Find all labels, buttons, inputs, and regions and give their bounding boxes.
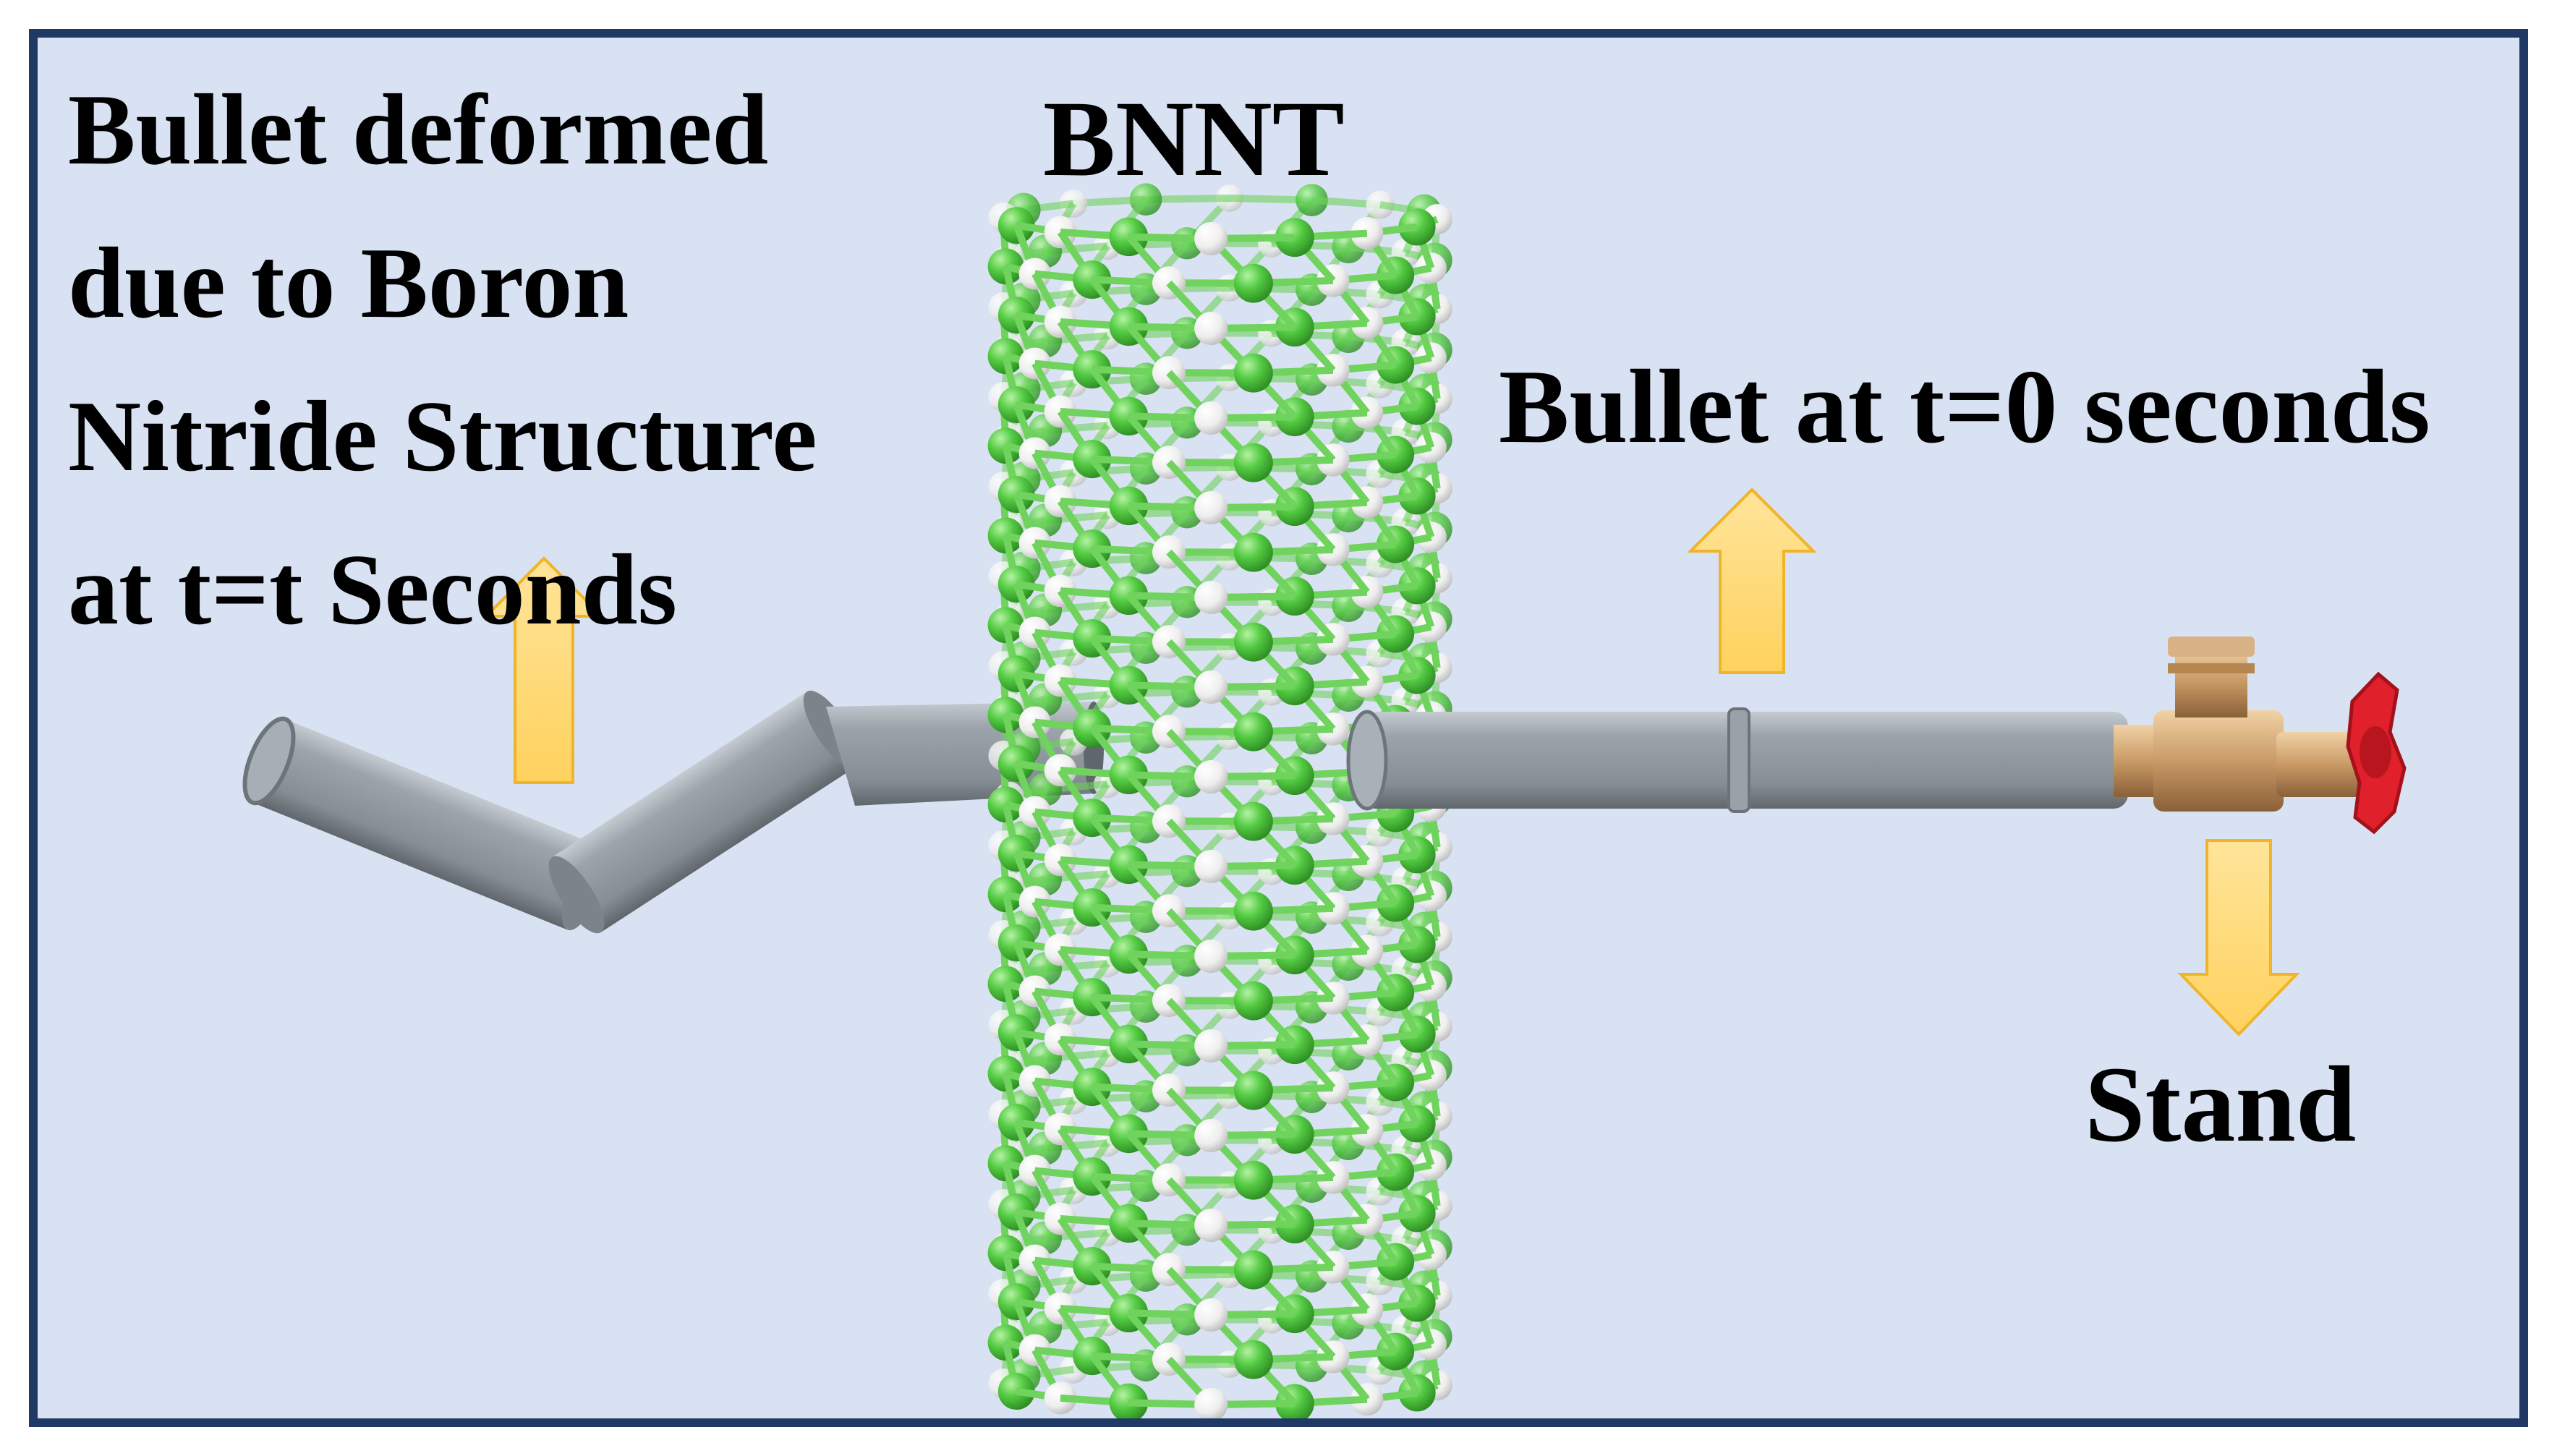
stand-label: Stand (2085, 1044, 2357, 1165)
bnnt-label: BNNT (1043, 79, 1345, 199)
boron-atom (1194, 1029, 1228, 1063)
deformed-label-line: due to Boron (68, 227, 629, 339)
bullet-t0-label: Bullet at t=0 seconds (1499, 348, 2430, 465)
arrow-up-icon (482, 556, 605, 784)
stand-valve (2114, 637, 2407, 835)
nitrogen-atom (1398, 1016, 1436, 1053)
nitrogen-atom (1233, 1160, 1273, 1200)
nitrogen-atom (1398, 1195, 1436, 1233)
arrow-down-icon (2177, 839, 2300, 1036)
nitrogen-atom (1233, 1340, 1273, 1379)
nitrogen-atom (1398, 567, 1436, 605)
bullet-at-t0 (1346, 707, 2128, 813)
nitrogen-atom (1233, 981, 1273, 1021)
nitrogen-atom (997, 655, 1035, 693)
boron-atom (1044, 1382, 1077, 1415)
deformed-bullet (242, 690, 1104, 934)
boron-atom (1194, 1387, 1228, 1418)
boron-atom (1194, 939, 1228, 973)
bnnt-nanotube (987, 183, 1452, 1418)
nitrogen-atom (1398, 208, 1436, 246)
boron-atom (1194, 759, 1228, 793)
figure-frame: Bullet deformed due to Boron Nitride Str… (29, 29, 2528, 1427)
nitrogen-atom (1233, 532, 1273, 572)
boron-atom (1194, 580, 1228, 614)
nitrogen-atom (997, 745, 1035, 783)
boron-atom (1194, 849, 1228, 883)
deformed-label-line: Nitride Structure (68, 380, 817, 493)
nitrogen-atom (1233, 622, 1273, 662)
nitrogen-atom (1398, 926, 1436, 963)
nitrogen-atom (1398, 1285, 1436, 1322)
nitrogen-atom (1233, 353, 1273, 393)
boron-atom (1194, 490, 1228, 524)
nitrogen-atom (1233, 712, 1273, 752)
nitrogen-atom (1398, 1105, 1436, 1143)
nitrogen-atom (1398, 657, 1436, 694)
boron-atom (1194, 1118, 1228, 1152)
nitrogen-atom (1398, 388, 1436, 425)
boron-atom (1194, 1298, 1228, 1332)
boron-atom (1194, 1208, 1228, 1242)
deformed-label-line: at t=t Seconds (68, 534, 677, 646)
nitrogen-atom (1233, 801, 1273, 841)
nitrogen-atom (997, 566, 1035, 603)
nitrogen-atom (1398, 836, 1436, 874)
nitrogen-atom (1233, 1250, 1273, 1290)
boron-atom (1194, 670, 1228, 704)
boron-atom (1194, 221, 1228, 255)
nitrogen-atom (1398, 298, 1436, 336)
nitrogen-atom (1233, 263, 1273, 303)
nitrogen-atom (1109, 1383, 1149, 1418)
boron-atom (1194, 311, 1228, 345)
scene-illustration (242, 183, 2407, 1418)
nitrogen-atom (1398, 1374, 1436, 1412)
nitrogen-atom (1233, 1070, 1273, 1110)
nitrogen-atom (1233, 443, 1273, 482)
arrow-up-icon (1687, 488, 1817, 674)
nitrogen-atom (1398, 477, 1436, 515)
nitrogen-atom (1233, 891, 1273, 931)
boron-atom (1194, 401, 1228, 435)
deformed-label-line: Bullet deformed (68, 74, 769, 186)
deformed-bullet-label: Bullet deformed due to Boron Nitride Str… (68, 54, 817, 667)
boron-atom (1366, 190, 1395, 219)
nitrogen-atom (997, 476, 1035, 514)
